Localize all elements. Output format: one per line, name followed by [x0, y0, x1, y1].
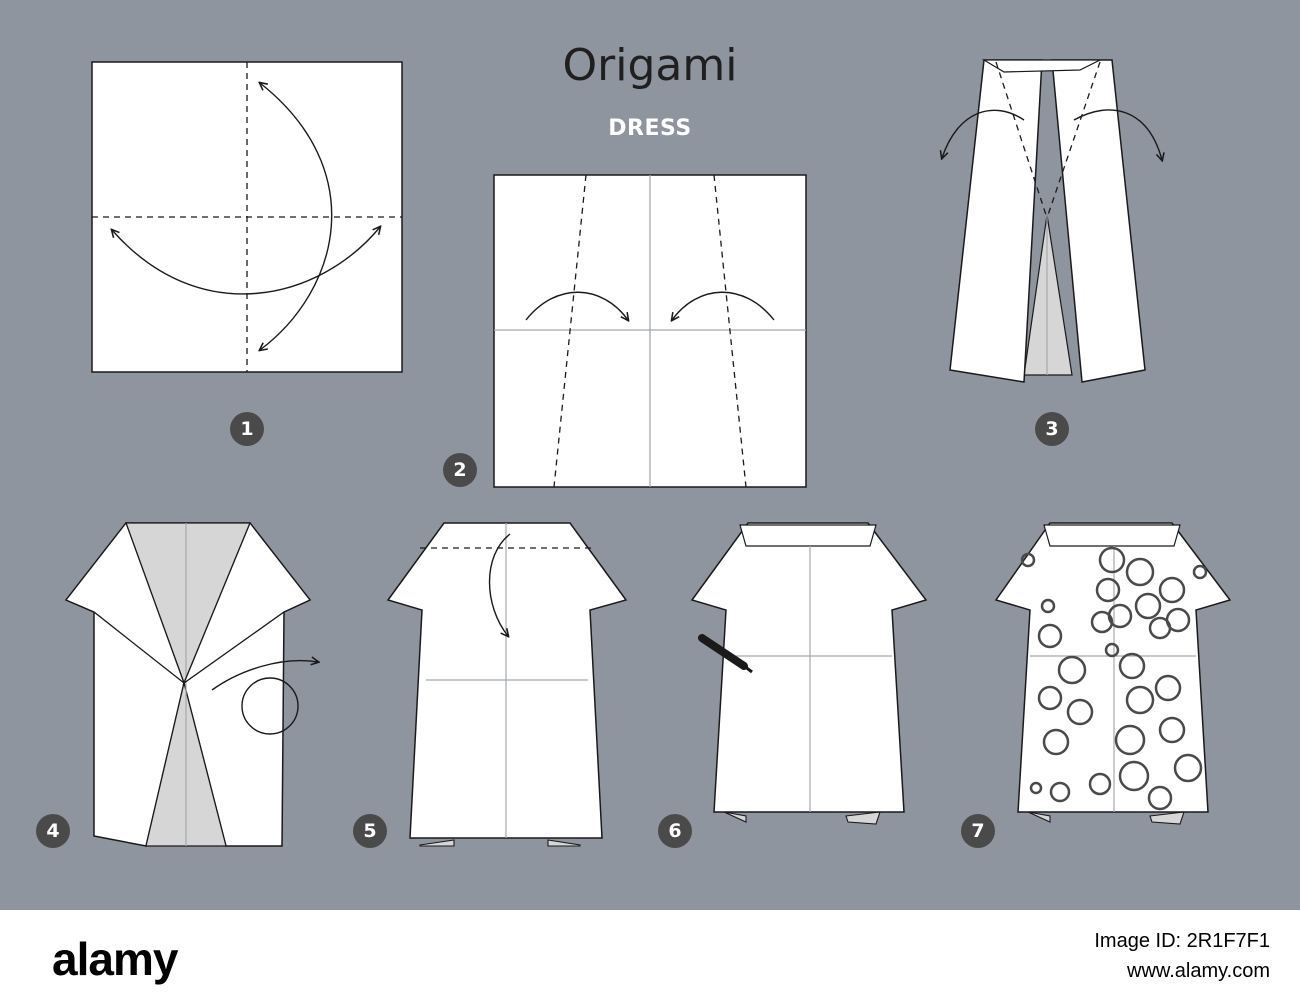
step-6-badge: 6: [658, 814, 692, 848]
step-7-badge: 7: [961, 814, 995, 848]
fold-arrow: [672, 291, 775, 320]
footer-bar: alamy Image ID: 2R1F7F1 www.alamy.com: [0, 910, 1300, 1000]
brand-logo: alamy: [52, 933, 178, 985]
polka-dot: [1088, 772, 1112, 796]
step-1-diagram: [91, 61, 403, 373]
step-1-badge: 1: [230, 412, 264, 446]
polka-dot: [1037, 623, 1063, 649]
page-title: Origami: [562, 40, 738, 91]
polka-dot: [1029, 781, 1043, 795]
site-url[interactable]: www.alamy.com: [1127, 960, 1270, 982]
polka-dot: [1134, 592, 1162, 620]
step-3-diagram: [942, 59, 1162, 383]
polka-dot: [1066, 698, 1094, 726]
step-2-badge: 2: [443, 453, 477, 487]
polka-dot: [1118, 652, 1146, 680]
polka-dot: [1158, 576, 1186, 604]
polka-dot: [1090, 610, 1114, 634]
page-subtitle: DRESS: [608, 116, 692, 141]
polka-dot: [1192, 564, 1208, 580]
polka-dot: [1158, 716, 1186, 744]
image-id-label: Image ID: 2R1F7F1: [1094, 930, 1270, 952]
step-5-badge: 5: [353, 814, 387, 848]
polka-dot: [1095, 577, 1121, 603]
step-2-diagram: [493, 174, 807, 488]
step-6-diagram: [690, 522, 928, 825]
instruction-sheet: Origami DRESS 1 2 3 4 5 6 7: [0, 0, 1300, 910]
fold-arrow: [1073, 109, 1162, 160]
polka-dot: [1125, 685, 1155, 715]
fold-arrow: [525, 291, 628, 320]
pencil-icon: [698, 634, 753, 674]
polka-dot: [1148, 616, 1172, 640]
polka-dot-pattern: [1020, 546, 1208, 811]
polka-dot: [1114, 724, 1146, 756]
polka-dot: [1104, 642, 1120, 658]
polka-dot: [1147, 785, 1173, 811]
polka-dot: [1173, 753, 1203, 783]
fold-arrow: [942, 109, 1025, 158]
diagram-canvas: [64, 59, 1232, 847]
polka-dot: [1049, 781, 1071, 803]
step-3-badge: 3: [1035, 412, 1069, 446]
fold-arrow: [260, 83, 333, 350]
polka-dot: [1118, 760, 1150, 792]
polka-dot: [1125, 557, 1155, 587]
fold-arrow: [488, 533, 511, 636]
polka-dot: [1098, 546, 1126, 574]
polka-dot: [1057, 655, 1087, 685]
step-7-diagram: [994, 522, 1232, 825]
step-4-diagram: [64, 521, 318, 847]
step-5-diagram: [386, 522, 628, 847]
polka-dot: [1154, 674, 1182, 702]
polka-dot: [1037, 685, 1063, 711]
step-4-badge: 4: [36, 814, 70, 848]
polka-dot: [1020, 552, 1036, 568]
fold-arrow: [112, 227, 380, 295]
polka-dot: [1040, 598, 1056, 614]
turn-over-arrow: [211, 661, 318, 691]
polka-dot: [1042, 728, 1070, 756]
